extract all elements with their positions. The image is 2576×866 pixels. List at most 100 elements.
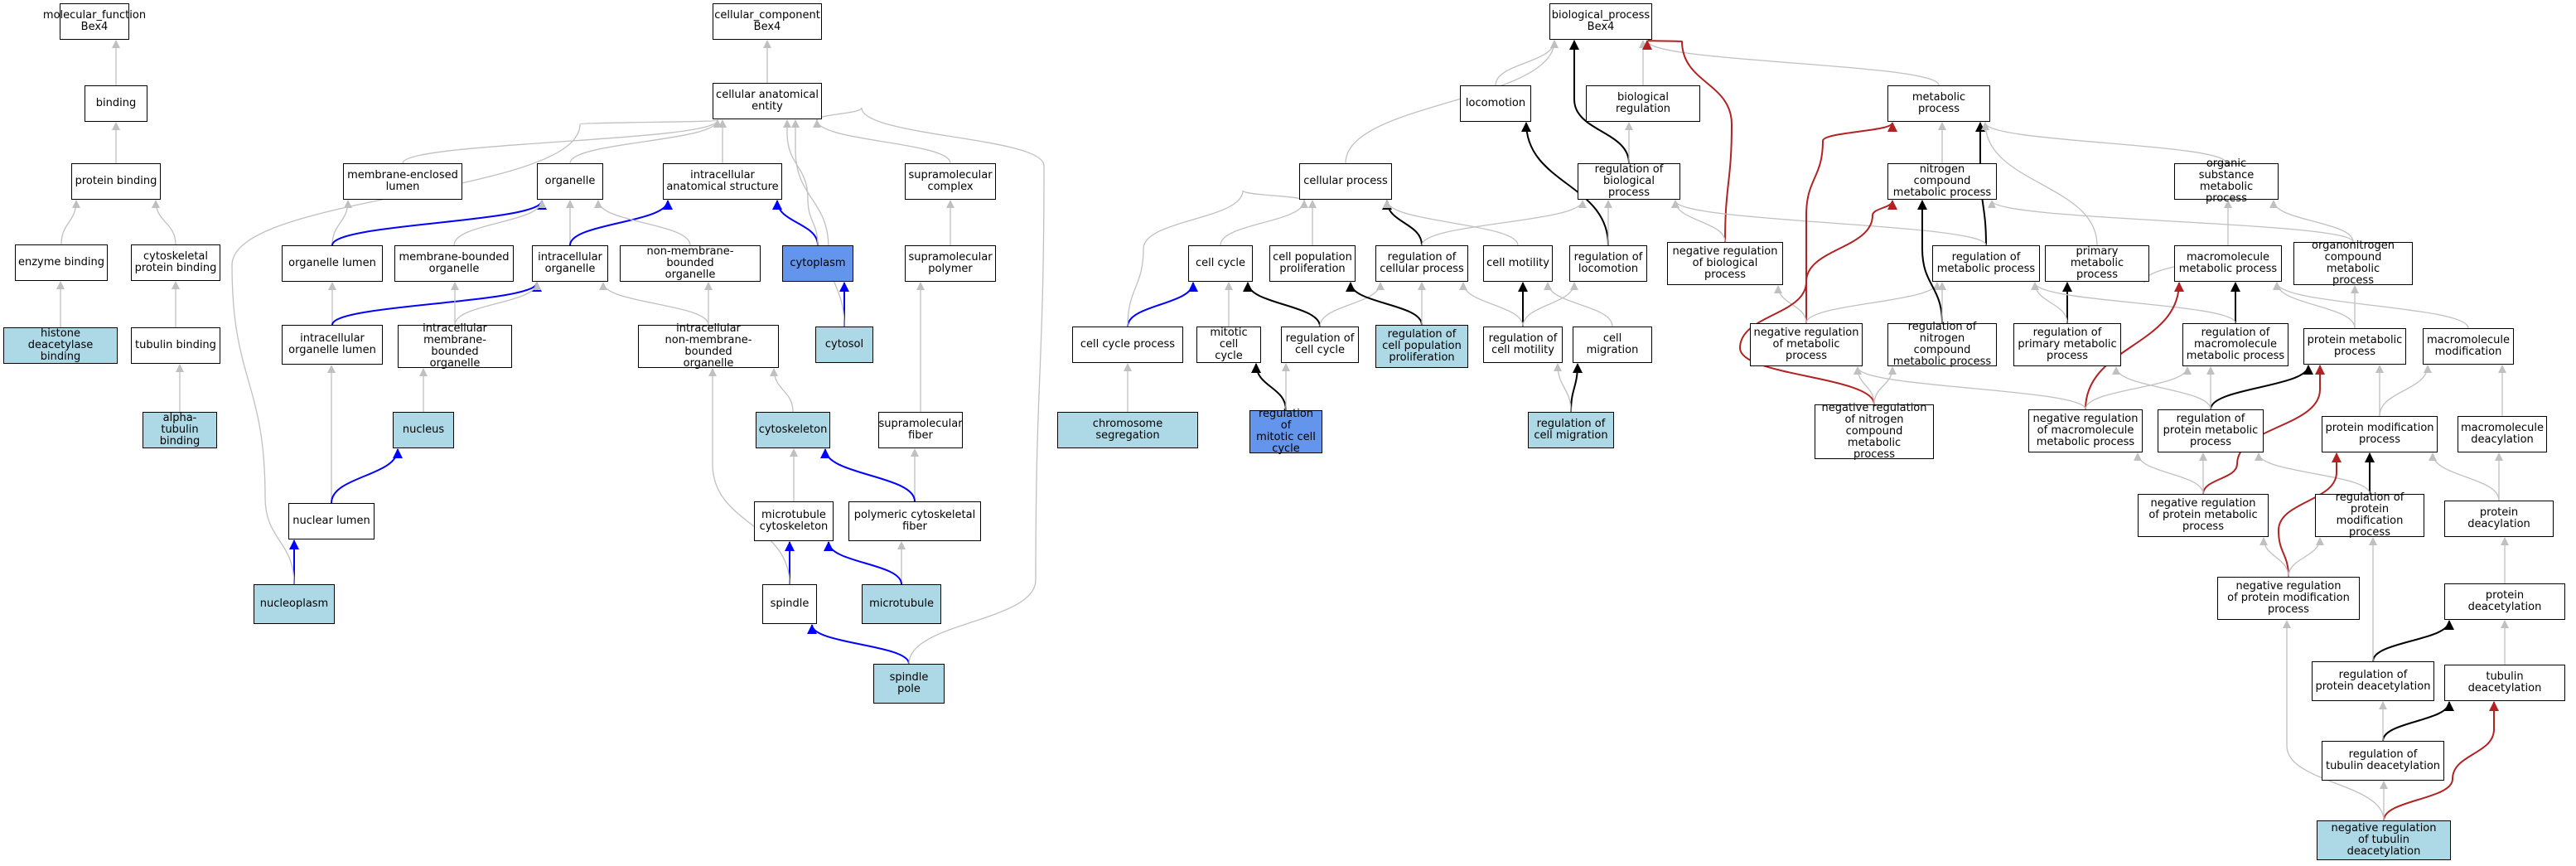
edge-regulation-of-cell-population-proliferation-to-cell-population-proliferation xyxy=(1346,282,1423,326)
go-term-cytosol[interactable]: cytosol xyxy=(815,327,873,363)
edge-cytosol-to-cae xyxy=(791,119,845,327)
go-term-negative-regulation-of-tubulin-deacetylation[interactable]: negative regulation of tubulin deacetyla… xyxy=(2317,820,2451,860)
go-term-cae[interactable]: cellular anatomical entity xyxy=(713,83,822,119)
edge-negative-regulation-of-macromolecule-metabolic-process-to-regulation-of-macromolecule-metabolic-process xyxy=(2085,366,2192,410)
go-term-cell-cycle[interactable]: cell cycle xyxy=(1188,245,1253,282)
go-term-nuclear-lumen[interactable]: nuclear lumen xyxy=(288,503,375,539)
go-term-intracellular-nmbo[interactable]: intracellular non-membrane-bounded organ… xyxy=(638,323,779,370)
go-term-metabolic-process[interactable]: metabolic process xyxy=(1887,85,1990,122)
go-term-supramolecular-polymer[interactable]: supramolecular polymer xyxy=(905,245,996,282)
go-term-alpha-tubulin-binding[interactable]: alpha-tubulin binding xyxy=(143,412,217,448)
go-term-supramolecular-complex[interactable]: supramolecular complex xyxy=(905,163,996,200)
go-term-mitotic-cell-cycle[interactable]: mitotic cell cycle xyxy=(1196,327,1261,363)
go-term-spindle[interactable]: spindle xyxy=(762,584,817,624)
go-term-regulation-of-cellular-process[interactable]: regulation of cellular process xyxy=(1375,245,1468,282)
go-term-regulation-of-protein-metabolic-process[interactable]: regulation of protein metabolic process xyxy=(2158,409,2264,452)
go-term-intracellular-organelle-lumen[interactable]: intracellular organelle lumen xyxy=(282,325,383,365)
edge-nucleoplasm-to-cae xyxy=(231,119,722,585)
go-term-regulation-of-cell-cycle[interactable]: regulation of cell cycle xyxy=(1281,327,1359,363)
go-term-cellular-process[interactable]: cellular process xyxy=(1299,163,1392,200)
go-term-regulation-of-cell-migration[interactable]: regulation of cell migration xyxy=(1528,412,1614,448)
go-term-polymeric-cytoskeletal-fiber[interactable]: polymeric cytoskeletal fiber xyxy=(848,501,981,541)
go-term-enzyme-binding[interactable]: enzyme binding xyxy=(15,244,108,281)
go-term-organic-substance-metabolic-process[interactable]: organic substance metabolic process xyxy=(2174,158,2279,205)
go-term-regulation-of-protein-deacetylation[interactable]: regulation of protein deacetylation xyxy=(2312,661,2434,701)
go-term-membrane-bounded-organelle[interactable]: membrane-bounded organelle xyxy=(394,245,514,282)
go-term-cell-cycle-process[interactable]: cell cycle process xyxy=(1072,327,1183,363)
edge-nuclear-lumen-to-nucleus xyxy=(331,448,403,504)
go-term-cytoplasm[interactable]: cytoplasm xyxy=(782,245,853,282)
go-term-regulation-of-cell-population-proliferation[interactable]: regulation of cell population proliferat… xyxy=(1375,325,1468,368)
go-term-nitrogen-compound-metabolic-process[interactable]: nitrogen compound metabolic process xyxy=(1887,163,1997,200)
go-term-macromolecule-metabolic-process[interactable]: macromolecule metabolic process xyxy=(2174,245,2282,282)
go-term-cell-migration[interactable]: cell migration xyxy=(1573,327,1652,363)
go-term-microtubule-cytoskeleton[interactable]: microtubule cytoskeleton xyxy=(754,501,834,541)
go-term-cell-motility[interactable]: cell motility xyxy=(1483,245,1553,282)
go-term-negative-regulation-of-nitrogen-compound-metabolic-process[interactable]: negative regulation of nitrogen compound… xyxy=(1815,403,1934,461)
edge-negative-regulation-of-metabolic-process-to-regulation-of-metabolic-process xyxy=(1805,282,1941,324)
go-term-regulation-of-protein-modification-process[interactable]: regulation of protein modification proce… xyxy=(2315,492,2424,539)
go-term-regulation-of-metabolic-process[interactable]: regulation of metabolic process xyxy=(1932,245,2040,282)
go-term-microtubule[interactable]: microtubule xyxy=(862,584,941,624)
go-term-regulation-of-cell-motility[interactable]: regulation of cell motility xyxy=(1483,327,1563,363)
go-term-negative-regulation-of-biological-process[interactable]: negative regulation of biological proces… xyxy=(1667,242,1783,285)
edge-intracellular-mbo-to-intracellular-organelle xyxy=(454,282,541,326)
go-term-protein-deacetylation[interactable]: protein deacetylation xyxy=(2444,583,2565,620)
go-term-organelle-lumen[interactable]: organelle lumen xyxy=(282,245,383,282)
go-term-intracellular-organelle[interactable]: intracellular organelle xyxy=(532,245,608,282)
go-term-regulation-of-nitrogen-compound-metabolic-process[interactable]: regulation of nitrogen compound metaboli… xyxy=(1887,322,1997,368)
go-term-intracellular-anatomical-structure[interactable]: intracellular anatomical structure xyxy=(663,163,782,200)
go-term-regulation-of-primary-metabolic-process[interactable]: regulation of primary metabolic process xyxy=(2013,323,2121,366)
go-term-non-membrane-bounded-organelle[interactable]: non-membrane-bounded organelle xyxy=(620,245,761,282)
go-term-histone-deacetylase-binding[interactable]: histone deacetylase binding xyxy=(3,327,118,364)
go-term-negative-regulation-of-macromolecule-metabolic-process[interactable]: negative regulation of macromolecule met… xyxy=(2028,409,2143,452)
go-term-membrane-enclosed-lumen[interactable]: membrane-enclosed lumen xyxy=(343,163,462,200)
go-term-cytoskeleton[interactable]: cytoskeleton xyxy=(756,412,830,448)
go-term-regulation-of-mitotic-cell-cycle[interactable]: regulation of mitotic cell cycle xyxy=(1249,409,1322,455)
go-term-nucleus[interactable]: nucleus xyxy=(393,412,454,448)
edge-polymeric-cytoskeletal-fiber-to-cytoskeleton xyxy=(820,448,916,502)
go-term-negative-regulation-of-protein-modification-process[interactable]: negative regulation of protein modificat… xyxy=(2217,577,2360,620)
go-term-regulation-of-locomotion[interactable]: regulation of locomotion xyxy=(1569,245,1647,282)
go-term-tubulin-binding[interactable]: tubulin binding xyxy=(131,327,220,364)
go-term-protein-binding[interactable]: protein binding xyxy=(71,163,161,200)
go-term-primary-metabolic-process[interactable]: primary metabolic process xyxy=(2045,245,2149,282)
go-term-biological-regulation[interactable]: biological regulation xyxy=(1586,85,1700,122)
go-term-cell-population-proliferation[interactable]: cell population proliferation xyxy=(1269,245,1356,282)
edge-negative-regulation-of-protein-modification-process-to-protein-modification-process xyxy=(2277,452,2342,578)
edge-cytoskeletal-protein-binding-to-protein-binding xyxy=(152,200,176,245)
go-term-bp[interactable]: biological_process Bex4 xyxy=(1549,3,1652,40)
go-term-protein-metabolic-process[interactable]: protein metabolic process xyxy=(2303,328,2406,365)
edge-cellular-process-to-bp xyxy=(1345,40,1559,164)
go-term-locomotion[interactable]: locomotion xyxy=(1460,85,1531,122)
go-term-spindle-pole[interactable]: spindle pole xyxy=(873,664,945,704)
go-term-regulation-of-tubulin-deacetylation[interactable]: regulation of tubulin deacetylation xyxy=(2322,741,2444,781)
edge-protein-modification-process-to-macromolecule-modification xyxy=(2379,365,2432,417)
go-term-chromosome-segregation[interactable]: chromosome segregation xyxy=(1057,412,1198,448)
go-term-organelle[interactable]: organelle xyxy=(537,163,603,200)
go-term-intracellular-mbo[interactable]: intracellular membrane-bounded organelle xyxy=(398,323,512,370)
edge-negative-regulation-of-protein-modification-process-to-negative-regulation-of-protein-metabolic-process xyxy=(2259,537,2289,578)
go-term-macromolecule-deacylation[interactable]: macromolecule deacylation xyxy=(2458,416,2547,452)
go-term-cytoskeletal-protein-binding[interactable]: cytoskeletal protein binding xyxy=(131,244,220,281)
go-term-protein-deacylation[interactable]: protein deacylation xyxy=(2444,501,2554,537)
go-term-macromolecule-modification[interactable]: macromolecule modification xyxy=(2423,328,2514,365)
go-term-binding[interactable]: binding xyxy=(85,85,147,122)
edge-organelle-lumen-to-organelle xyxy=(331,200,547,246)
go-term-mf[interactable]: molecular_function Bex4 xyxy=(43,3,146,40)
edge-regulation-of-protein-metabolic-process-to-protein-metabolic-process xyxy=(2210,365,2313,410)
go-term-tubulin-deacetylation[interactable]: tubulin deacetylation xyxy=(2444,665,2565,701)
go-term-regulation-of-macromolecule-metabolic-process[interactable]: regulation of macromolecule metabolic pr… xyxy=(2182,323,2288,366)
go-term-supramolecular-fiber[interactable]: supramolecular fiber xyxy=(878,412,963,448)
go-term-protein-modification-process[interactable]: protein modification process xyxy=(2322,416,2438,452)
go-term-negative-regulation-of-metabolic-process[interactable]: negative regulation of metabolic process xyxy=(1750,323,1863,366)
go-term-negative-regulation-of-protein-metabolic-process[interactable]: negative regulation of protein metabolic… xyxy=(2138,494,2269,537)
go-term-cc[interactable]: cellular_component Bex4 xyxy=(713,3,822,40)
edge-regulation-of-tubulin-deacetylation-to-tubulin-deacetylation xyxy=(2382,701,2454,742)
go-term-regulation-of-biological-process[interactable]: regulation of biological process xyxy=(1578,163,1680,200)
go-term-nucleoplasm[interactable]: nucleoplasm xyxy=(254,584,335,624)
edge-regulation-of-macromolecule-metabolic-process-to-regulation-of-metabolic-process xyxy=(2031,282,2236,324)
edge-organonitrogen-compound-metabolic-process-to-organic-substance-metabolic-process xyxy=(2269,200,2354,243)
go-term-organonitrogen-compound-metabolic-process[interactable]: organonitrogen compound metabolic proces… xyxy=(2293,240,2413,287)
